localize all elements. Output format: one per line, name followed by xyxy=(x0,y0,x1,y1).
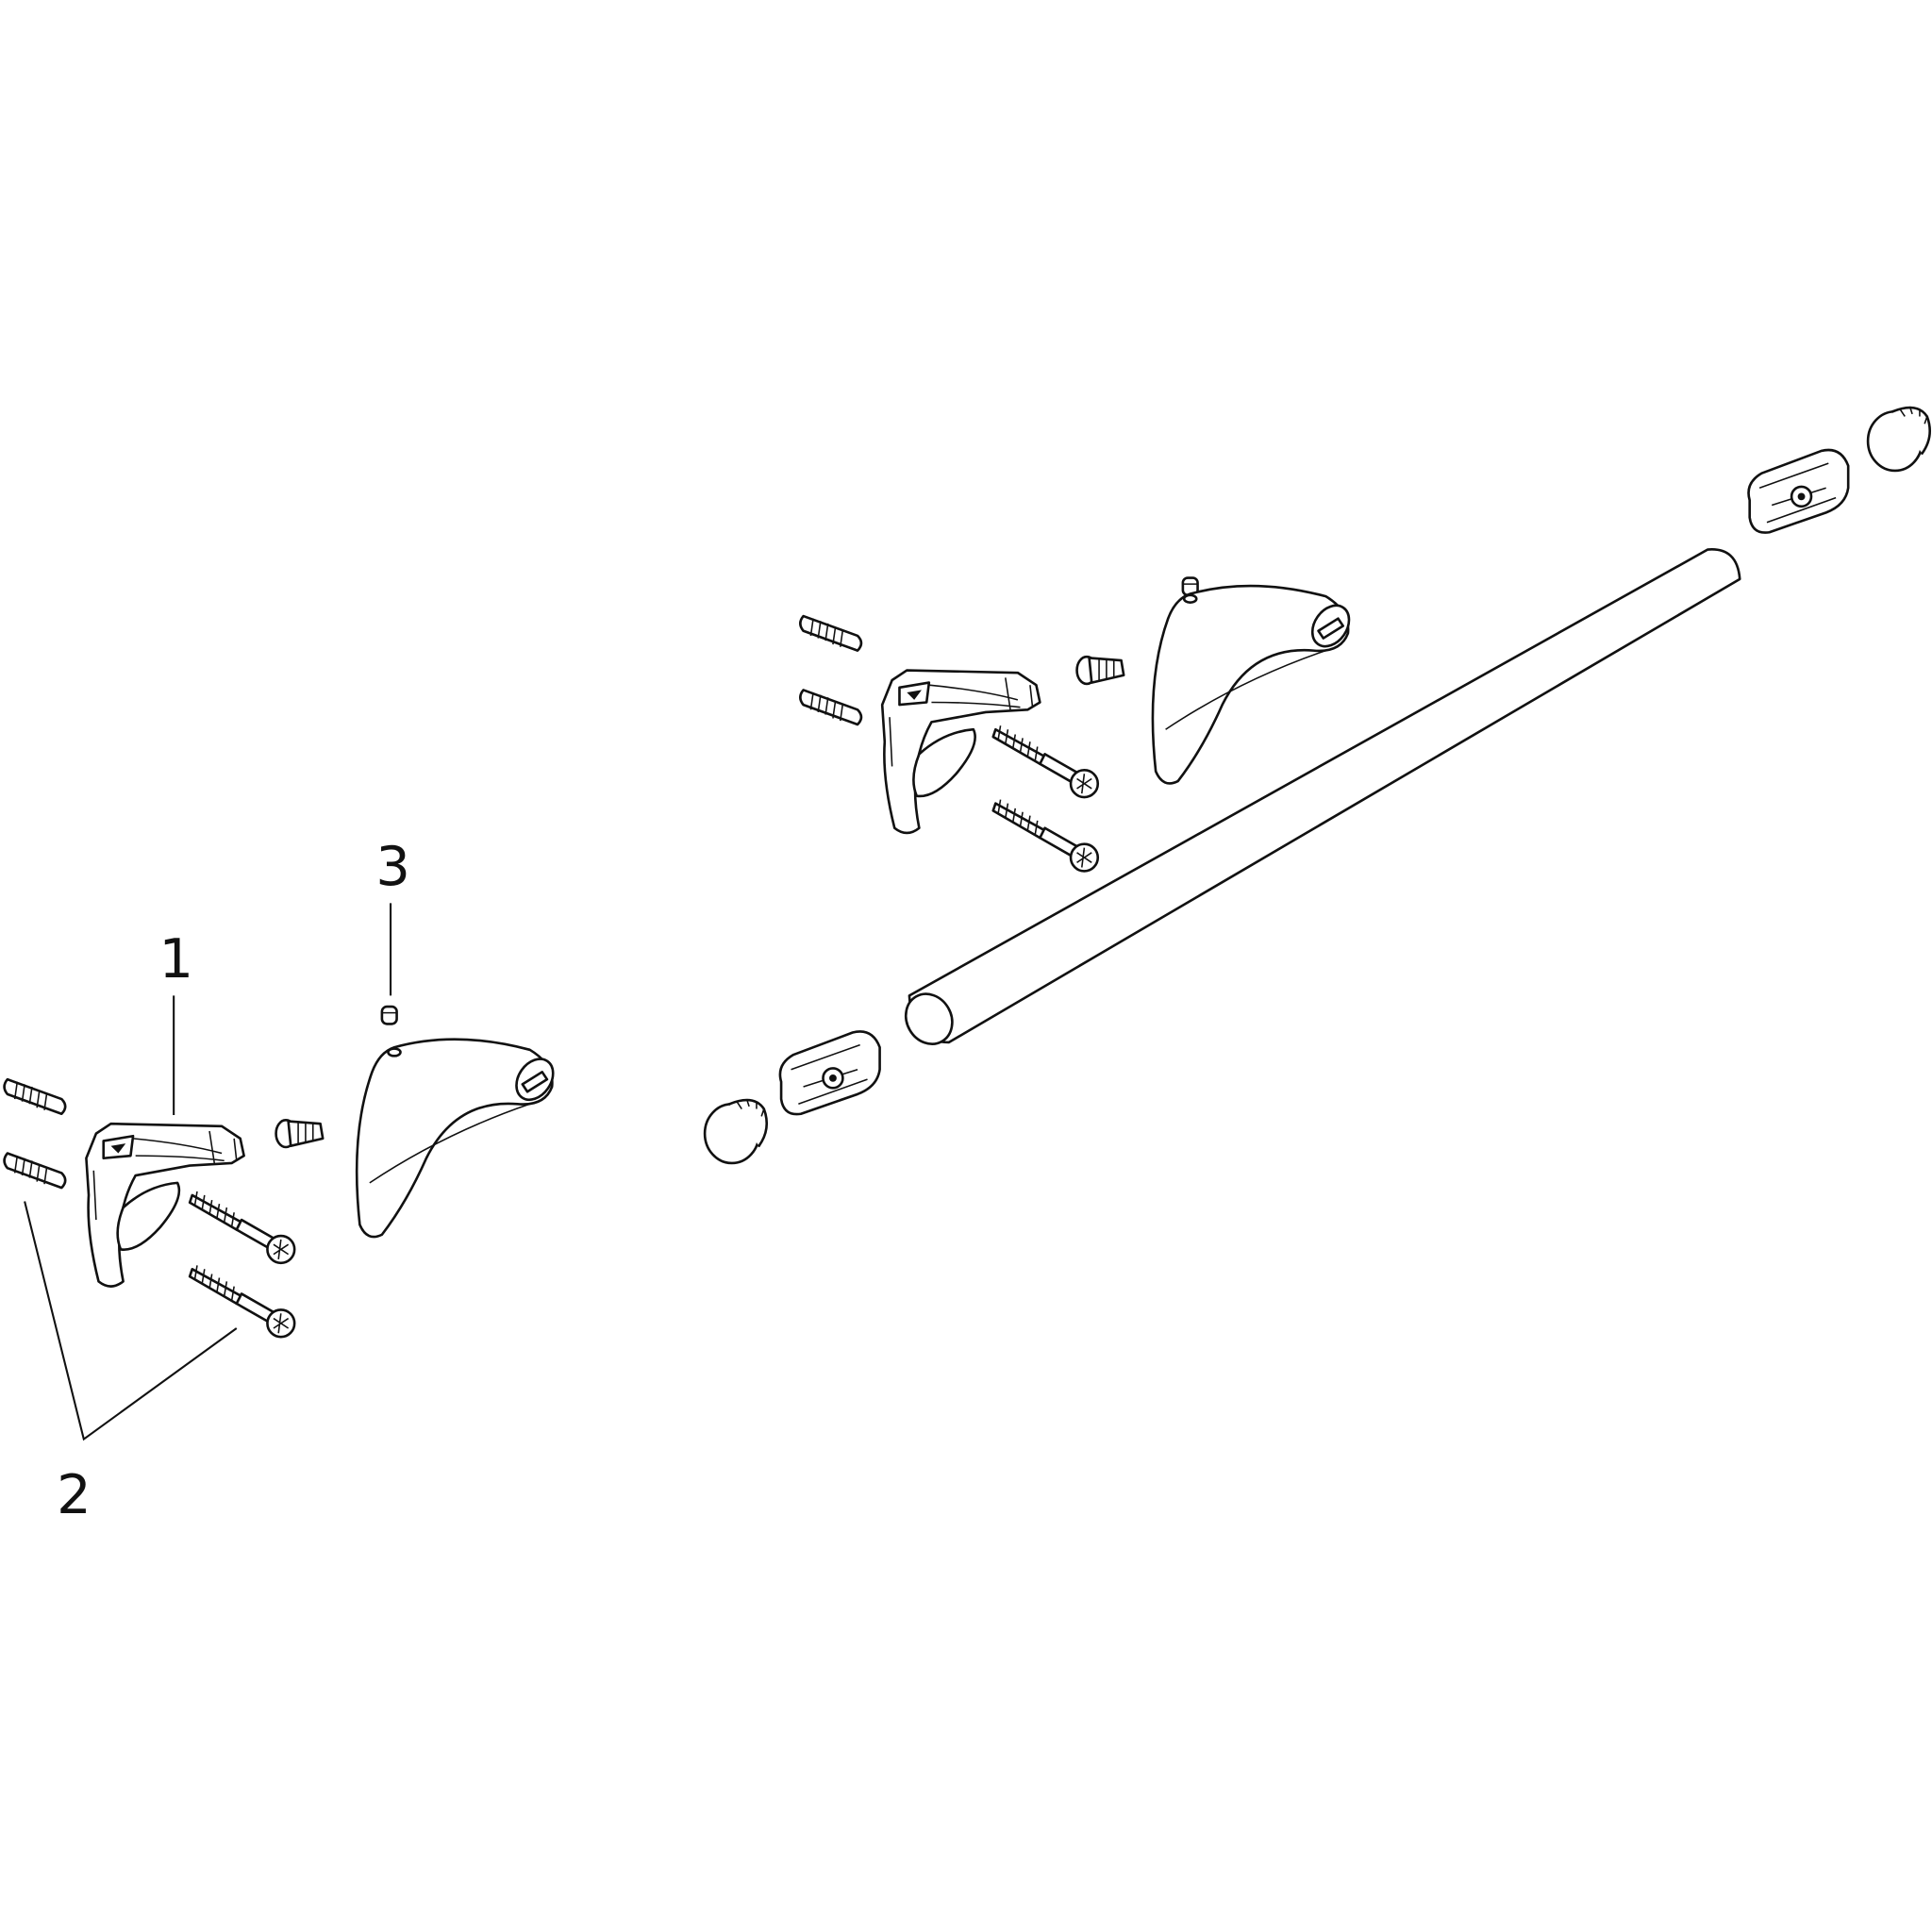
left-tube-clip xyxy=(778,1030,881,1116)
callout-label-1: 1 xyxy=(158,927,193,991)
callout-2: 2 xyxy=(24,1201,238,1526)
right-wall-anchors xyxy=(799,614,863,726)
towel-bar-tube xyxy=(904,548,1741,1045)
left-set-screw xyxy=(380,1005,398,1025)
right-mounting-screws xyxy=(991,724,1100,873)
left-end-cap xyxy=(703,1097,769,1165)
left-mounting-screws xyxy=(188,1190,296,1339)
left-fixing-bolt xyxy=(275,1118,325,1149)
callout-1: 1 xyxy=(158,927,193,1116)
right-end-cap xyxy=(1866,405,1932,473)
left-bracket-cover xyxy=(355,1038,562,1239)
right-fixing-bolt xyxy=(1075,655,1125,686)
callout-label-3: 3 xyxy=(375,835,410,898)
left-wall-anchors xyxy=(3,1077,67,1190)
left-wall-bracket xyxy=(85,1122,245,1288)
right-bracket-cover xyxy=(1151,584,1358,785)
callout-label-2: 2 xyxy=(57,1463,92,1526)
callout-3: 3 xyxy=(375,835,410,996)
right-tube-clip xyxy=(1747,448,1850,534)
